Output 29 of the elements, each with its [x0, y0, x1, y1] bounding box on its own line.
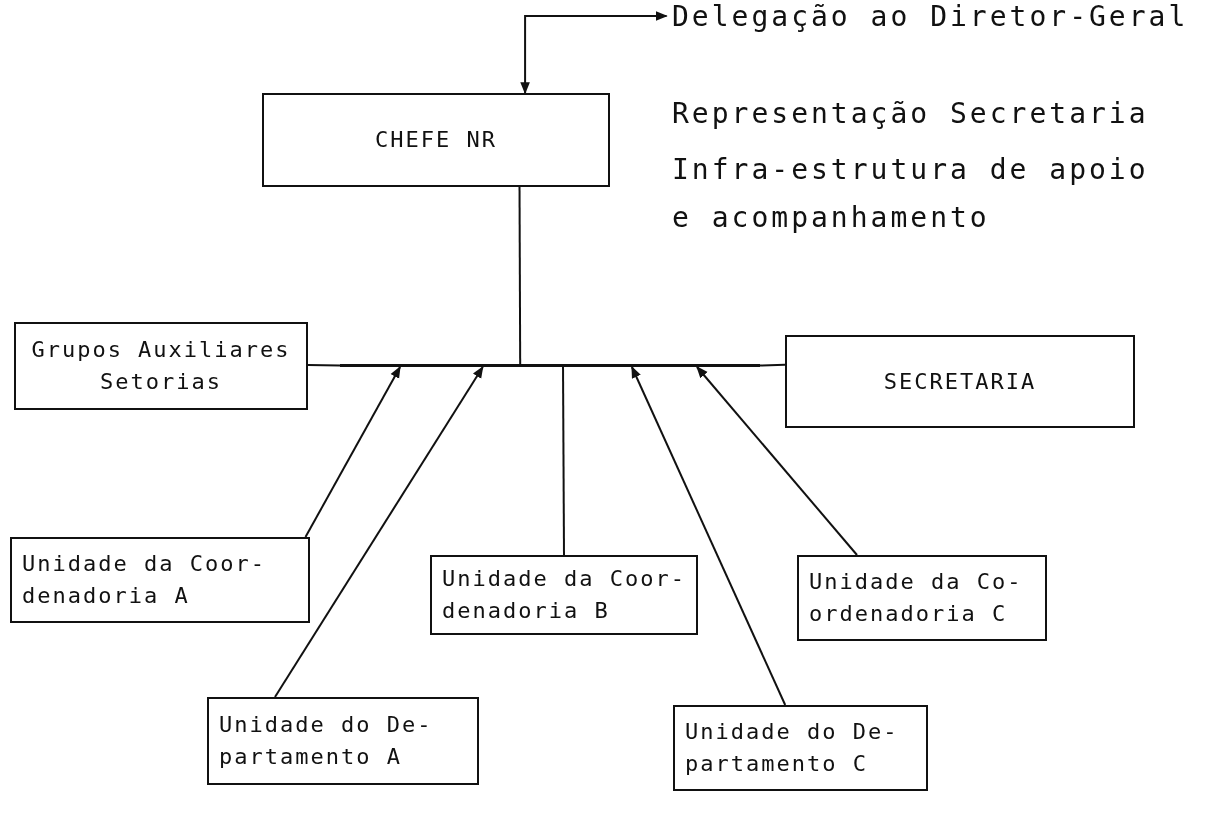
box-label: Grupos Auxiliares Setorias: [30, 336, 292, 396]
delegation-label: Delegação ao Diretor-Geral: [672, 0, 1189, 34]
note-text: Infra-estrutura de apoio e acompanhamento: [672, 152, 1150, 236]
org-box: [430, 555, 698, 635]
arrow: [630, 365, 787, 706]
connector-line: [759, 363, 786, 367]
box-label: CHEFE NR: [375, 126, 497, 155]
junction-bar: [340, 364, 760, 367]
box-label: Unidade do De-partamento C: [685, 718, 900, 778]
note-text: Representação Secretaria: [672, 96, 1150, 132]
box-label: Unidade da Coor-denadoria A: [22, 550, 267, 610]
arrow: [520, 11, 668, 95]
org-box: [10, 537, 310, 623]
arrow: [274, 366, 484, 698]
arrow: [696, 366, 858, 556]
connector-line: [307, 364, 341, 367]
box-label: Unidade do De-partamento A: [219, 711, 434, 771]
org-box: [673, 705, 928, 791]
org-box: [14, 322, 308, 410]
connector-line: [518, 186, 522, 365]
box-label: Unidade da Coor-denadoria B: [442, 565, 686, 625]
connector-line: [562, 366, 565, 556]
org-box: [262, 93, 610, 187]
org-box: [797, 555, 1047, 641]
box-label: SECRETARIA: [883, 367, 1037, 396]
org-box: [207, 697, 479, 785]
box-label: Unidade da Co-ordenadoria C: [809, 568, 1024, 628]
org-box: [785, 335, 1135, 428]
arrow: [304, 365, 402, 538]
